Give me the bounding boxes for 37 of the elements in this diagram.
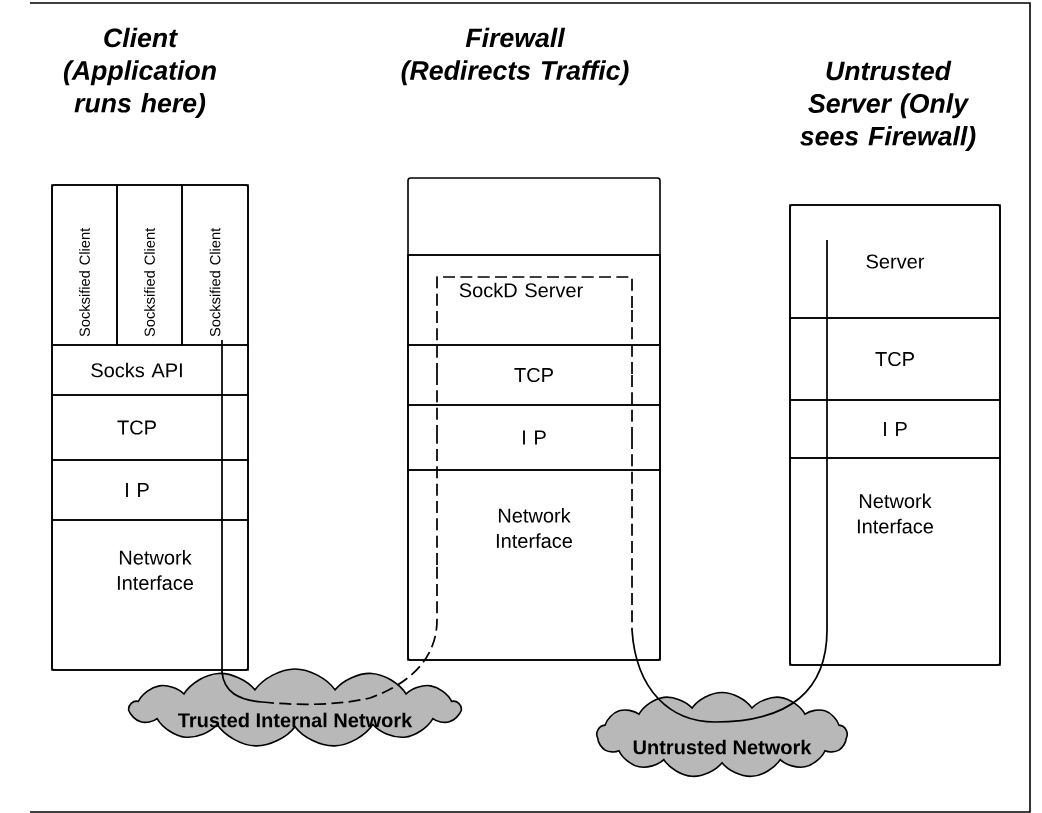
connection-line xyxy=(631,436,633,631)
layer-cell: Socksified Client xyxy=(181,184,249,346)
column-heading: Client (Application runs here) xyxy=(63,27,216,118)
connection-line xyxy=(221,489,223,596)
connection-line xyxy=(436,436,438,566)
layer-cell: Socksified Client xyxy=(51,184,118,346)
layer-cell: Server xyxy=(789,204,1001,319)
column-heading: Untrusted Server (Only sees Firewall) xyxy=(800,60,976,151)
connection-line xyxy=(436,374,438,438)
connection-line xyxy=(261,564,438,706)
layer-cell: I P xyxy=(789,399,1001,459)
layer-cell: I P xyxy=(51,459,249,521)
layer-cell: TCP xyxy=(51,394,249,461)
connection-line xyxy=(714,559,828,723)
connection-line xyxy=(221,339,223,371)
layer-cell: TCP xyxy=(789,317,1001,401)
layer-cell: Socksified Client xyxy=(116,184,183,346)
connection-line xyxy=(826,429,828,561)
connection-line xyxy=(221,369,223,429)
layer-cell: TCP xyxy=(407,344,661,406)
connection-line xyxy=(221,594,263,703)
network-cloud: Trusted Internal Network xyxy=(127,668,463,747)
connection-line xyxy=(631,629,716,723)
connection-line xyxy=(221,427,223,491)
connection-line xyxy=(631,309,633,376)
layer-cell: Network Interface xyxy=(407,469,661,661)
network-cloud: Untrusted Network xyxy=(596,691,848,778)
connection-line xyxy=(826,239,828,361)
layer-cell: Network Interface xyxy=(789,457,1001,666)
column-heading: Firewall (Redirects Traffic) xyxy=(401,27,629,86)
layer-cell: Socks API xyxy=(51,344,249,396)
layer-cell: I P xyxy=(407,404,661,471)
layer-cell: Network Interface xyxy=(51,519,249,671)
connection-line xyxy=(436,276,633,376)
layer-cell: SockD Server xyxy=(407,254,661,346)
connection-line xyxy=(631,374,633,438)
connection-line xyxy=(826,359,828,431)
